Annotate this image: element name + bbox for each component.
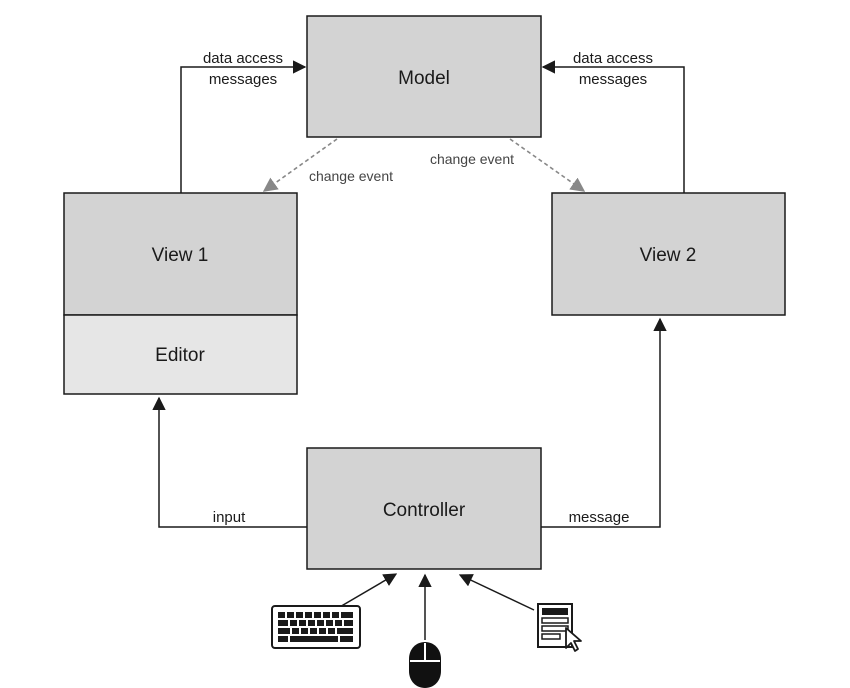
model-view2-label: change event bbox=[430, 151, 514, 167]
view2-node: View 2 bbox=[551, 192, 786, 316]
edge-controller-to-view2: message bbox=[541, 317, 667, 528]
edge-model-to-view2: change event bbox=[430, 138, 586, 192]
view1-model-label-line2: messages bbox=[209, 71, 277, 88]
view2-label: View 2 bbox=[640, 245, 697, 266]
controller-view2-label: message bbox=[569, 509, 630, 526]
view2-model-label-line1: data access bbox=[573, 50, 653, 67]
view1-node: View 1 Editor bbox=[63, 192, 298, 395]
view1-model-connector bbox=[180, 60, 307, 193]
controller-node: Controller bbox=[306, 447, 542, 570]
form-to-controller-arrow bbox=[458, 574, 535, 611]
view2-model-connector bbox=[541, 60, 685, 193]
model-label: Model bbox=[398, 68, 450, 89]
form-pointer-icon bbox=[537, 603, 582, 652]
model-view1-label: change event bbox=[309, 168, 393, 184]
keyboard-to-controller-arrow bbox=[337, 573, 398, 609]
model-node: Model bbox=[306, 15, 542, 138]
controller-view1-label: input bbox=[213, 509, 246, 526]
view1-model-label-line1: data access bbox=[203, 50, 283, 67]
controller-label: Controller bbox=[383, 500, 466, 521]
controller-box bbox=[306, 447, 542, 570]
model-box bbox=[306, 15, 542, 138]
model-view2-dashed-arrow bbox=[509, 138, 586, 192]
mouse-icon bbox=[409, 642, 441, 688]
controller-view2-connector bbox=[541, 317, 667, 528]
edge-model-to-view1: change event bbox=[262, 138, 393, 192]
editor-box bbox=[63, 314, 298, 395]
editor-label: Editor bbox=[155, 345, 205, 366]
model-view1-dashed-arrow bbox=[262, 138, 338, 192]
edge-controller-to-view1: input bbox=[152, 396, 307, 528]
view1-box bbox=[63, 192, 298, 316]
view2-model-label-line2: messages bbox=[579, 71, 647, 88]
edge-view2-to-model: data access messages bbox=[541, 50, 685, 193]
keyboard-icon bbox=[271, 605, 361, 649]
view1-label: View 1 bbox=[152, 245, 209, 266]
view2-box bbox=[551, 192, 786, 316]
controller-view1-connector bbox=[152, 396, 307, 528]
edge-view1-to-model: data access messages bbox=[180, 50, 307, 193]
